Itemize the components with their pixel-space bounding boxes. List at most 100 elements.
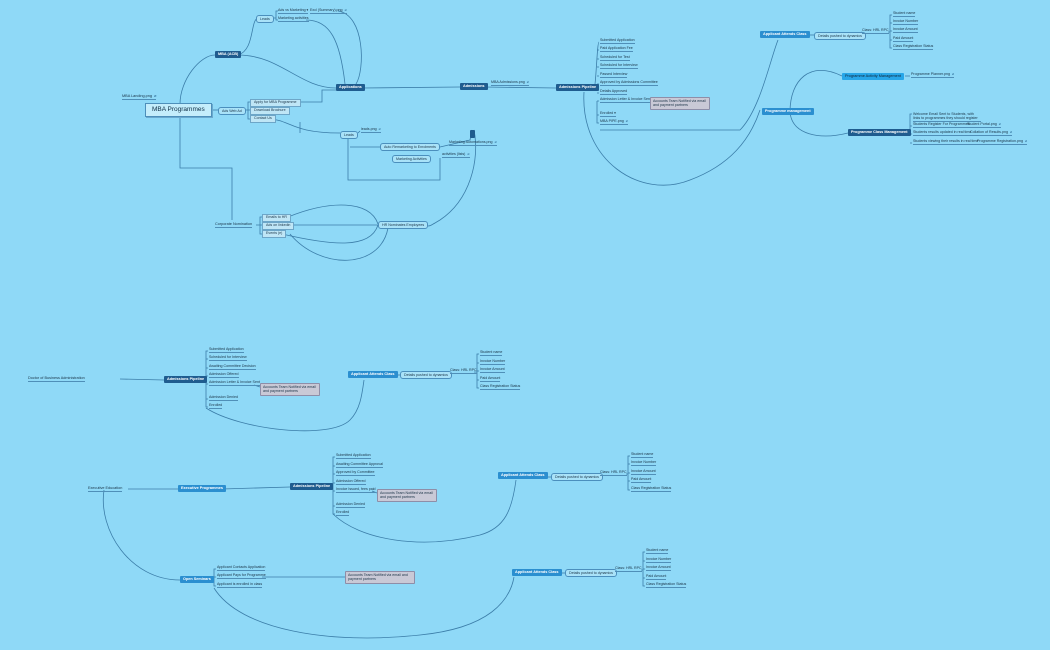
seminar-class-item[interactable]: Invoice Number — [646, 557, 672, 563]
exec-class-item[interactable]: Class Registration Status — [631, 486, 672, 492]
exec-class-item[interactable]: Paid Amount — [631, 477, 652, 483]
node-admissions[interactable]: Admissions — [460, 83, 488, 90]
node-seminar-details-pushed[interactable]: Details pushed to dynamics — [565, 569, 617, 577]
node-results-update[interactable]: Students results updated in real time — [913, 130, 972, 136]
node-marketing-automations-png[interactable]: Marketing Automations.png⌀ — [449, 140, 497, 146]
dba-item[interactable]: Enrolled — [209, 403, 223, 409]
class-item[interactable]: Invoice Amount — [893, 27, 918, 33]
seminar-item[interactable]: Applicant is enrolled in class — [217, 582, 263, 588]
note-seminar-accounts[interactable]: Accounts Team Notified via email and pay… — [345, 571, 415, 584]
node-activities-png[interactable]: activities (lists)⌀ — [442, 152, 470, 158]
dba-item[interactable]: Awaiting Committee Decision — [209, 364, 256, 370]
mini-node[interactable] — [470, 130, 475, 138]
note-dba-accounts[interactable]: Accounts Team Notified via email and pay… — [260, 383, 320, 396]
pipeline-item[interactable]: Paid Application Fee — [600, 46, 633, 52]
node-programme-management[interactable]: Programme management — [762, 108, 814, 115]
node-student-portal-png[interactable]: Student Portal.png⌀ — [967, 122, 1001, 128]
node-mba-pipe-png[interactable]: MBA PIPE.png⌀ — [600, 119, 628, 125]
node-exec-applicant-class[interactable]: Applicant Attends Class — [498, 472, 548, 479]
node-open-seminars[interactable]: Open Seminars — [180, 576, 214, 583]
dba-class-item[interactable]: Invoice Number — [480, 359, 506, 365]
node-leads-png[interactable]: leads.png⌀ — [361, 127, 381, 133]
node-events[interactable]: Events (e) — [262, 230, 287, 238]
dba-item[interactable]: Scheduled for Interview — [209, 355, 247, 361]
exec-item[interactable]: Submitted Application — [336, 453, 371, 459]
exec-item[interactable]: Awaiting Committee Approval — [336, 462, 383, 468]
node-programme-registration-png[interactable]: Programme Registration.png⌀ — [977, 139, 1028, 145]
node-exec-root[interactable]: Executive Education — [88, 486, 123, 492]
node-download-brochure[interactable]: Download Brochure — [250, 107, 290, 115]
exec-class-item[interactable]: Invoice Amount — [631, 469, 656, 475]
mba-landing-node[interactable]: MBA Landing.png⌀ — [122, 94, 157, 100]
node-programme-activity-management[interactable]: Programme Activity Management — [842, 73, 904, 80]
node-ads-web-ad[interactable]: Ads Web Ad — [218, 107, 246, 115]
node-ads-linkedin[interactable]: Ads on linkedin — [262, 222, 295, 230]
class-item[interactable]: Student name — [893, 11, 916, 17]
node-students-viewing[interactable]: Students viewing their results in real t… — [913, 139, 979, 145]
pipeline-item[interactable]: Scheduled for Interview — [600, 63, 638, 69]
note-accounts-team[interactable]: Accounts Team Notified via email and pay… — [650, 97, 710, 110]
node-dba-applicant-class[interactable]: Applicant Attends Class — [348, 371, 398, 378]
node-ads-vs-marketing[interactable]: Ads vs Marketing ▾ — [278, 8, 309, 14]
node-applicant-attends-class[interactable]: Applicant Attends Class — [760, 31, 810, 38]
seminar-item[interactable]: Applicant Contacts Application — [217, 565, 266, 571]
node-contact-us[interactable]: Contact Us — [250, 115, 276, 123]
node-leads-mid[interactable]: Leads — [340, 131, 358, 139]
node-applications[interactable]: Applications — [336, 84, 365, 91]
node-welcome-email[interactable]: Welcome Email Sent to Students, with lin… — [913, 112, 981, 122]
pipeline-item[interactable]: Details Approved — [600, 89, 628, 95]
node-excel-summary[interactable]: Excl (Summary).png⌀ — [310, 8, 347, 14]
node-mba-acb[interactable]: MBA (ACB) — [215, 51, 242, 58]
node-dba-pipeline[interactable]: Admissions Pipeline — [164, 376, 208, 383]
node-dba-root[interactable]: Doctor of Business Administration — [28, 376, 85, 382]
dba-item[interactable]: Submitted Application — [209, 347, 244, 353]
node-seminar-class-hrs[interactable]: Class: HRL RPC — [615, 566, 642, 572]
node-leads-top[interactable]: Leads — [256, 15, 274, 23]
pipeline-item[interactable]: Admission Letter & Invoice Sent — [600, 97, 651, 103]
node-dba-class-hrs[interactable]: Class: HRL RPC — [450, 368, 477, 374]
exec-item[interactable]: Admission Offered — [336, 479, 366, 485]
pipeline-item[interactable]: Approved by Admissions Committee — [600, 80, 658, 86]
node-collation-png[interactable]: Collation of Results.png⌀ — [970, 130, 1013, 136]
seminar-class-item[interactable]: Paid Amount — [646, 574, 667, 580]
class-item[interactable]: Invoice Number — [893, 19, 919, 25]
pipeline-item[interactable]: Scheduled for Test — [600, 55, 630, 61]
node-admissions-pipeline[interactable]: Admissions Pipeline — [556, 84, 600, 91]
node-exec-programmes[interactable]: Executive Programmes — [178, 485, 226, 492]
node-corporate-nomination[interactable]: Corporate Nomination — [215, 222, 253, 228]
dba-item[interactable]: Admission Letter & Invoice Sent — [209, 380, 260, 386]
seminar-class-item[interactable]: Student name — [646, 548, 669, 554]
seminar-item[interactable]: Applicant Pays for Programme — [217, 573, 266, 579]
note-exec-accounts[interactable]: Accounts Team Notified via email and pay… — [377, 489, 437, 502]
dba-item[interactable]: Admission Offered — [209, 372, 239, 378]
central-topic-mba-programmes[interactable]: MBA Programmes — [145, 103, 212, 117]
node-marketing-activities[interactable]: Marketing Activities — [392, 155, 431, 163]
dba-class-item[interactable]: Class Registration Status — [480, 384, 521, 390]
seminar-class-item[interactable]: Invoice Amount — [646, 565, 671, 571]
pipeline-item[interactable]: Passed Interview — [600, 72, 628, 78]
exec-item[interactable]: Approved by Committee — [336, 470, 375, 476]
node-details-pushed[interactable]: Details pushed to dynamics — [814, 32, 866, 40]
dba-class-item[interactable]: Invoice Amount — [480, 367, 505, 373]
pipeline-item-enrolled[interactable]: Enrolled ▾ — [600, 111, 616, 117]
pipeline-item[interactable]: Submitted Application — [600, 38, 635, 44]
node-programme-class-management[interactable]: Programme Class Management — [848, 129, 911, 136]
class-item[interactable]: Paid Amount — [893, 36, 914, 42]
exec-item[interactable]: Enrolled — [336, 510, 350, 516]
dba-item[interactable]: Admission Denied — [209, 395, 238, 401]
node-exec-pipeline[interactable]: Admissions Pipeline — [290, 483, 334, 490]
node-exec-class-hrs[interactable]: Class: HRL RPC — [600, 470, 627, 476]
dba-class-item[interactable]: Paid Amount — [480, 376, 501, 382]
node-auto-remarketing[interactable]: Auto Remarketing to Enrolments — [380, 143, 440, 151]
seminar-class-item[interactable]: Class Registration Status — [646, 582, 687, 588]
node-dba-details-pushed[interactable]: Details pushed to dynamics — [400, 371, 452, 379]
exec-class-item[interactable]: Student name — [631, 452, 654, 458]
node-students-register[interactable]: Students Register For Programmes — [913, 122, 970, 128]
node-seminar-applicant-class[interactable]: Applicant Attends Class — [512, 569, 562, 576]
node-email-hr[interactable]: Emails to HR — [262, 214, 291, 222]
exec-item[interactable]: Invoice Issued, fees paid — [336, 487, 376, 493]
node-marketing-activities-top[interactable]: Marketing activities — [278, 16, 309, 22]
node-hr-nominates[interactable]: HR Nominates Employees — [378, 221, 429, 229]
node-class-hrs[interactable]: Class: HRL RPC — [862, 28, 889, 34]
node-programme-planner-png[interactable]: Programme Planner.png⌀ — [911, 72, 955, 78]
